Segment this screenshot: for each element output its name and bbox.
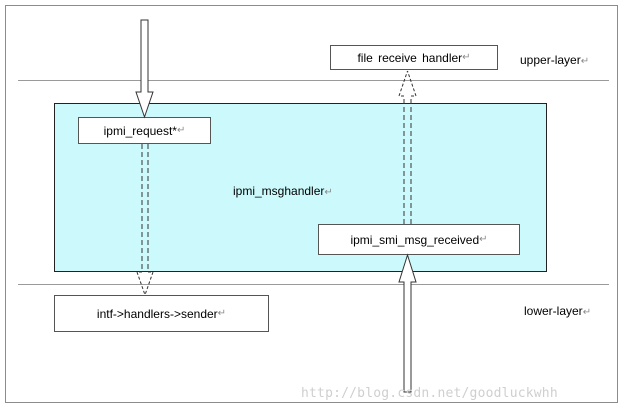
ipmi-msghandler-label: ipmi_msghandler xyxy=(233,184,325,198)
paragraph-mark-icon: ↵ xyxy=(479,234,488,245)
file-receive-handler-label: file receive handler xyxy=(357,50,463,65)
intf-sender-box: intf->handlers->sender↵ xyxy=(54,295,269,332)
ipmi-smi-msg-received-label: ipmi_smi_msg_received xyxy=(350,232,480,247)
ipmi-request-box: ipmi_request*↵ xyxy=(78,117,211,144)
lower-layer-divider xyxy=(18,284,609,285)
dispatch-dashed-arrow xyxy=(136,144,154,296)
paragraph-mark-icon: ↵ xyxy=(580,56,590,67)
file-receive-handler-box: file receive handler↵ xyxy=(330,45,498,70)
paragraph-mark-icon: ↵ xyxy=(176,125,186,136)
lower-layer-label-wrap: lower-layer↵ xyxy=(524,304,591,318)
paragraph-mark-icon: ↵ xyxy=(462,52,471,63)
lower-layer-label: lower-layer xyxy=(524,304,583,318)
watermark-url: http://blog.csdn.net/goodluckwhh xyxy=(301,386,558,401)
upper-layer-divider xyxy=(18,80,609,81)
intf-sender-label: intf->handlers->sender xyxy=(96,306,218,321)
deliver-dashed-arrow xyxy=(398,70,417,224)
ipmi-smi-msg-received-box: ipmi_smi_msg_received↵ xyxy=(318,224,520,255)
incoming-response-arrow xyxy=(398,253,417,393)
upper-layer-label-wrap: upper-layer↵ xyxy=(520,53,589,67)
ipmi-request-label: ipmi_request* xyxy=(103,123,177,138)
paragraph-mark-icon: ↵ xyxy=(324,187,333,198)
paragraph-mark-icon: ↵ xyxy=(582,307,592,318)
paragraph-mark-icon: ↵ xyxy=(217,308,227,319)
incoming-request-arrow xyxy=(135,19,154,119)
ipmi-msghandler-label-wrap: ipmi_msghandler↵ xyxy=(233,184,333,198)
outer-frame xyxy=(5,5,618,403)
upper-layer-label: upper-layer xyxy=(520,53,581,67)
